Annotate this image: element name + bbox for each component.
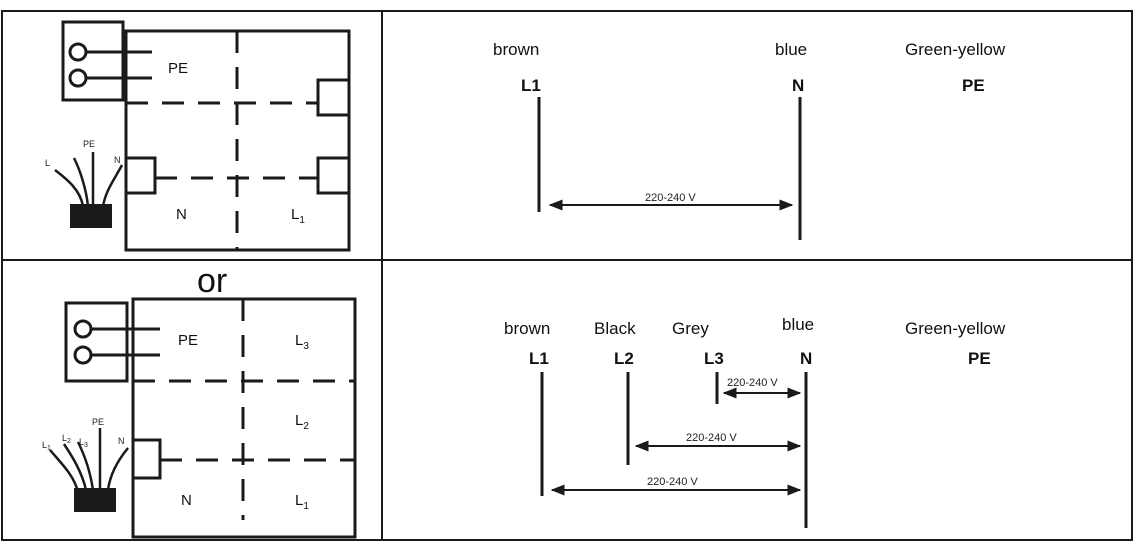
terminal-block bbox=[131, 438, 162, 480]
single-phase-terminal-box: PE N L1 L PE N bbox=[45, 20, 351, 252]
wire-code-l1: L1 bbox=[529, 349, 549, 368]
wire-code-pe: PE bbox=[968, 349, 991, 368]
wire-color-brown: brown bbox=[504, 319, 550, 338]
box-label-l1: L1 bbox=[295, 492, 309, 512]
wire-color-blue: blue bbox=[782, 315, 814, 334]
clamp-screw-icon bbox=[68, 42, 88, 62]
box-label-l3: L3 bbox=[295, 332, 309, 352]
single-phase-scheme: brown L1 blue N Green-yellow PE 220-240 … bbox=[493, 40, 1006, 240]
wire-code-n: N bbox=[800, 349, 812, 368]
voltage-label: 220-240 V bbox=[645, 192, 696, 204]
three-phase-terminal-box: PE L3 L2 N L1 L1 L2 L3 PE N bbox=[42, 297, 357, 539]
cable-label-l2: L2 bbox=[62, 433, 71, 445]
cable-label-n: N bbox=[118, 436, 125, 446]
clamp-screw-icon bbox=[73, 345, 93, 365]
cable-label-pe: PE bbox=[83, 139, 95, 149]
box-label-n: N bbox=[181, 492, 192, 509]
cable-label-n: N bbox=[114, 155, 121, 165]
box-label-pe: PE bbox=[168, 60, 188, 77]
cable-label-pe: PE bbox=[92, 417, 104, 427]
cable-clamp bbox=[64, 301, 129, 383]
wire-color-grey: Grey bbox=[672, 319, 709, 338]
wire-code-l3: L3 bbox=[704, 349, 724, 368]
wire-code-n: N bbox=[792, 76, 804, 95]
box-label-pe: PE bbox=[178, 332, 198, 349]
box-label-n: N bbox=[176, 206, 187, 223]
clamp-screw-icon bbox=[73, 319, 93, 339]
cable-label-l1: L1 bbox=[42, 440, 51, 452]
box-label-l1: L1 bbox=[291, 206, 305, 226]
terminal-block bbox=[124, 156, 157, 195]
terminal-block bbox=[316, 156, 351, 195]
table-frame bbox=[1, 10, 1133, 541]
wire-code-l1: L1 bbox=[521, 76, 541, 95]
terminal-block bbox=[316, 78, 351, 117]
cable-label-l3: L3 bbox=[79, 437, 88, 449]
power-cable: L1 L2 L3 PE N bbox=[42, 417, 129, 512]
wire-color-green-yellow: Green-yellow bbox=[905, 40, 1006, 59]
clamp-screw-icon bbox=[68, 68, 88, 88]
cable-label-l: L bbox=[45, 158, 50, 168]
wire-code-pe: PE bbox=[962, 76, 985, 95]
cable-sheath bbox=[70, 204, 112, 228]
wire-code-l2: L2 bbox=[614, 349, 634, 368]
voltage-label-l1-n: 220-240 V bbox=[647, 476, 698, 488]
voltage-label-l3-n: 220-240 V bbox=[727, 377, 778, 389]
cable-clamp bbox=[61, 20, 125, 102]
voltage-label-l2-n: 220-240 V bbox=[686, 432, 737, 444]
wire-color-blue: blue bbox=[775, 40, 807, 59]
wire-color-brown: brown bbox=[493, 40, 539, 59]
power-cable: L PE N bbox=[45, 139, 124, 228]
wire-color-green-yellow: Green-yellow bbox=[905, 319, 1006, 338]
or-separator: or bbox=[197, 262, 227, 300]
box-label-l2: L2 bbox=[295, 412, 309, 432]
wire-color-black: Black bbox=[594, 319, 636, 338]
cable-sheath bbox=[74, 488, 116, 512]
three-phase-scheme: brown L1 Black L2 Grey L3 blue N Green-y… bbox=[504, 315, 1006, 528]
